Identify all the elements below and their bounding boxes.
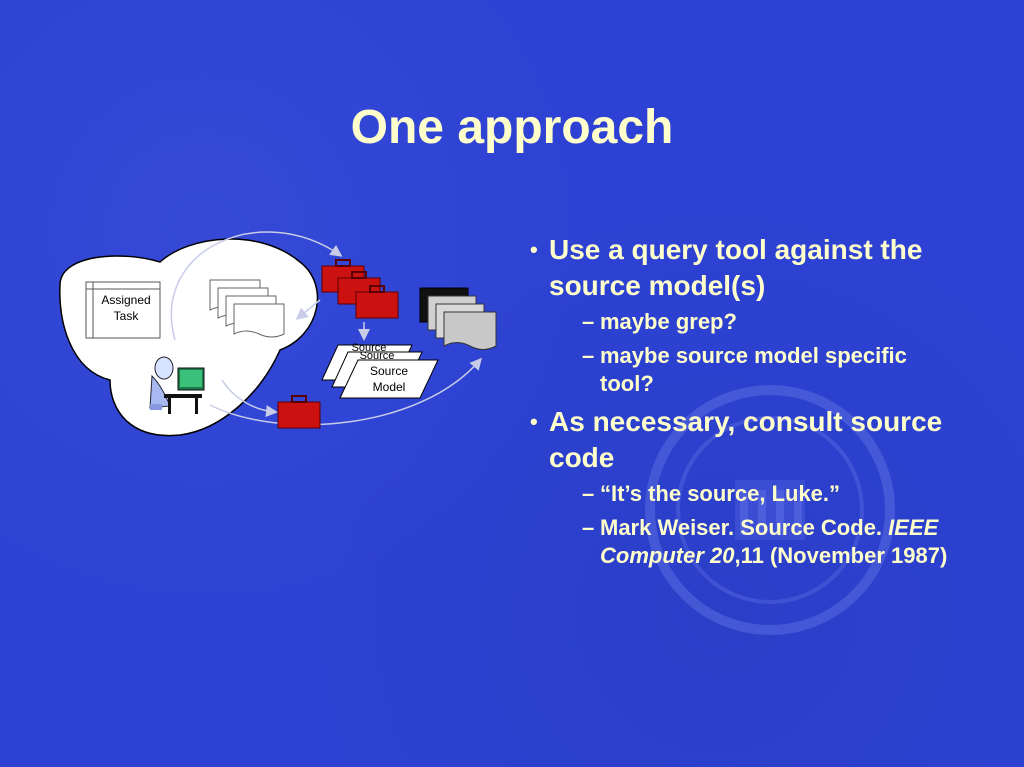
bullet-dot: • [530, 409, 538, 434]
sub-bullet-grep: – maybe grep? [582, 309, 737, 334]
source-code-documents [419, 287, 497, 350]
dash-marker: – [582, 481, 595, 506]
source-model-back-label: Source [351, 343, 387, 353]
query-tool-toolboxes [321, 259, 399, 319]
developer-figure [149, 356, 205, 414]
citation-journal: IEEE Computer 20 [600, 515, 939, 568]
flow-arrow-top [170, 231, 343, 341]
sub-bullet-citation: – Mark Weiser. Source Code. IEEE Compute… [582, 515, 948, 568]
assigned-task-label: Assigned Task [101, 293, 151, 323]
sub-bullet-quote: – “It’s the source, Luke.” [582, 481, 841, 506]
source-model-back-label-2: Source [359, 351, 395, 359]
dash-marker: – [582, 515, 595, 540]
flow-arrow-query-result [295, 299, 321, 320]
flow-arrow-lower [221, 379, 278, 418]
extracted-documents-stack [209, 279, 285, 338]
slide-title: One approach [350, 101, 674, 154]
university-seal-watermark [645, 385, 895, 635]
source-model-label: Source Model [369, 364, 409, 394]
bullet-query-tool: • Use a query tool against the source mo… [530, 234, 923, 301]
bullet-dot: • [530, 237, 538, 262]
dash-marker: – [582, 343, 595, 368]
sub-bullet-specific-tool: – maybe source model specific tool? [582, 343, 907, 396]
source-model-stack [321, 344, 439, 399]
source-code-toolbox [277, 395, 321, 429]
bullet-list: • Use a query tool against the source mo… [530, 232, 950, 576]
flow-arrow-bottom [209, 357, 482, 426]
bullet-consult-source: • As necessary, consult source code [530, 406, 943, 473]
dash-marker: – [582, 309, 595, 334]
assigned-task-document [85, 281, 161, 339]
